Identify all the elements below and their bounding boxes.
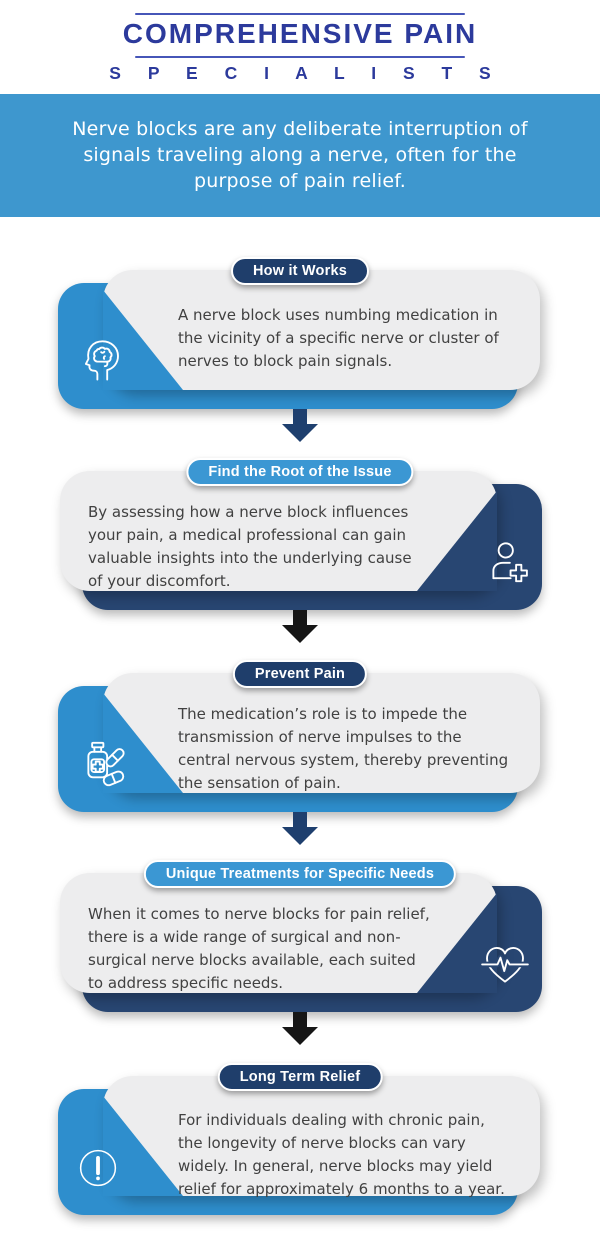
down-arrow-icon	[282, 812, 318, 845]
alert-circle-icon	[79, 1149, 117, 1187]
info-card	[103, 270, 540, 390]
section-body-text: The medication’s role is to impede the t…	[178, 705, 509, 792]
section-body-text: For individuals dealing with chronic pai…	[178, 1111, 505, 1198]
info-card	[60, 873, 497, 993]
section-prevent-pain: Prevent Pain The medication’s role is to…	[0, 660, 600, 812]
info-card	[103, 1076, 540, 1196]
info-card	[103, 673, 540, 793]
section-title-pill: Prevent Pain	[232, 660, 368, 688]
logo-rule-bottom	[135, 56, 465, 58]
down-arrow-icon	[282, 1012, 318, 1045]
down-arrow-icon	[282, 409, 318, 442]
section-title-pill: How it Works	[231, 257, 369, 285]
logo-rule-top	[135, 13, 465, 15]
section-unique-treatments: Unique Treatments for Specific Needs Whe…	[0, 860, 600, 1012]
section-body-text: By assessing how a nerve block influence…	[88, 503, 412, 590]
brain-head-icon	[84, 340, 119, 381]
heartbeat-icon	[479, 946, 531, 983]
header: COMPREHENSIVE PAIN S P E C I A L I S T S	[0, 0, 600, 94]
down-arrow-icon	[282, 610, 318, 643]
logo-subtitle: S P E C I A L I S T S	[109, 63, 502, 83]
section-title-pill: Long Term Relief	[217, 1063, 383, 1091]
intro-text: Nerve blocks are any deliberate interrup…	[72, 118, 528, 192]
logo-title: COMPREHENSIVE PAIN	[122, 18, 478, 49]
section-long-term-relief: Long Term Relief For individuals dealing…	[0, 1063, 600, 1215]
intro-banner: Nerve blocks are any deliberate interrup…	[0, 94, 600, 217]
section-how-it-works: How it Works A nerve block uses numbing …	[0, 257, 600, 409]
person-plus-icon	[492, 542, 528, 583]
medicine-pills-icon	[87, 741, 125, 787]
section-body-text: A nerve block uses numbing medication in…	[178, 306, 499, 370]
info-card	[60, 471, 497, 591]
section-find-the-root: Find the Root of the Issue By assessing …	[0, 458, 600, 610]
section-title-pill: Unique Treatments for Specific Needs	[143, 860, 457, 888]
section-body-text: When it comes to nerve blocks for pain r…	[88, 905, 430, 992]
section-title-pill: Find the Root of the Issue	[186, 458, 414, 486]
